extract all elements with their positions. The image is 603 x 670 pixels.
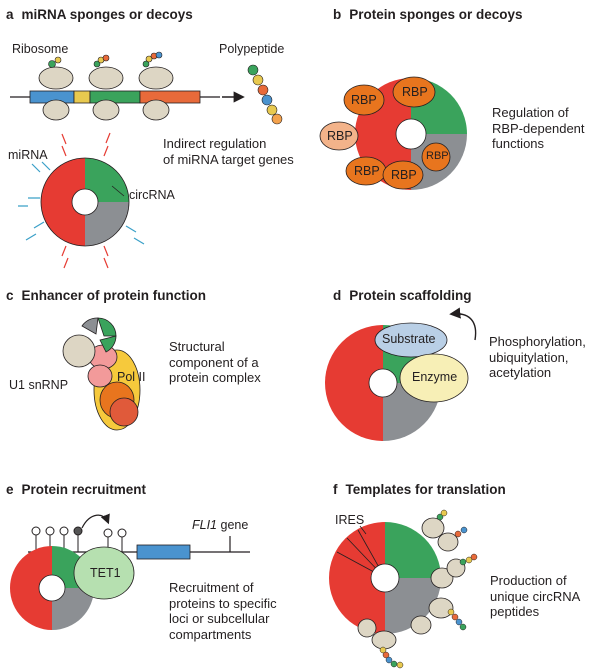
ires-label: IRES (335, 513, 365, 527)
panel-a-title: miRNA sponges or decoys (21, 7, 193, 22)
panel-c-title: Enhancer of protein function (21, 288, 207, 303)
panel-e-title: Protein recruitment (21, 482, 147, 497)
ribosome-3 (138, 51, 174, 121)
panel-b-description-line: RBP-dependent (492, 120, 585, 136)
panel-e-letter: e (6, 482, 14, 497)
panel-c-description-line: protein complex (169, 370, 261, 385)
orf-segment-yellow (73, 90, 91, 104)
tet1-label: TET1 (90, 566, 121, 580)
panel-b-title: Protein sponges or decoys (349, 7, 523, 22)
rbp-label-6: RBP (391, 168, 417, 182)
tet1-arrow (81, 513, 110, 529)
panel-d-description: Phosphorylation, ubiquitylation, acetyla… (489, 334, 603, 381)
panel-f-letter: f (333, 482, 338, 497)
ribosome-label: Ribosome (12, 42, 69, 56)
methylation-marks (31, 526, 127, 552)
rbp-3 (319, 121, 359, 151)
panel-b-description-line: functions (492, 136, 545, 151)
ribosomes-on-circrna (357, 517, 466, 650)
panel-b-graphic (319, 76, 467, 190)
panel-f-heading: f Templates for translation (333, 482, 506, 497)
substrate-shape (374, 322, 448, 358)
panel-e-description-line: loci or subcellular (169, 611, 270, 626)
circrna-label: circRNA (129, 188, 175, 202)
panel-d-description-line: Phosphorylation, (489, 334, 586, 349)
panel-c-description-line: component of a (169, 354, 259, 370)
polypeptide-label: Polypeptide (219, 42, 285, 56)
nascent-peptides (379, 509, 478, 669)
ribosome-2 (88, 54, 124, 121)
panel-b-description-line: Regulation of (492, 105, 569, 120)
panel-d-description-line: ubiquitylation, (489, 349, 569, 365)
panel-c-graphic (62, 317, 141, 431)
panel-d-description-line: acetylation (489, 365, 552, 380)
rbp-6 (382, 160, 424, 190)
pol-ii-label: Pol II (117, 370, 146, 384)
panel-a-letter: a (6, 7, 14, 22)
fli1-gene-name: FLI1 (192, 518, 218, 532)
orf-segment-green (89, 90, 141, 104)
fli1-gene-label: FLI1 gene (192, 518, 248, 532)
mirna-label: miRNA (8, 148, 48, 162)
modification-arrow (449, 307, 477, 341)
ribosome-1 (38, 56, 74, 121)
panel-b-heading: b Protein sponges or decoys (333, 7, 523, 22)
rbp-label-5: RBP (354, 164, 380, 178)
circrna-with-mirnas (18, 132, 145, 269)
panel-a-heading: a miRNA sponges or decoys (6, 7, 193, 22)
rbp-label-1: RBP (351, 93, 377, 107)
panel-d-letter: d (333, 288, 342, 303)
panel-e-description-line: proteins to specific (169, 595, 277, 611)
panel-e-heading: e Protein recruitment (6, 482, 146, 497)
panel-d-heading: d Protein scaffolding (333, 288, 472, 303)
rbp-4 (421, 142, 451, 172)
substrate-label: Substrate (382, 332, 436, 346)
panel-e-graphic (10, 513, 250, 630)
polypeptide-chain (247, 64, 283, 125)
rbp-1 (343, 84, 385, 116)
rbp-label-4: RBP (426, 150, 449, 162)
panel-a-description-line: of miRNA target genes (163, 151, 294, 167)
panel-c-heading: c Enhancer of protein function (6, 288, 206, 303)
panel-c-letter: c (6, 288, 14, 303)
rbp-2 (392, 76, 436, 108)
u1-snrnp-label: U1 snRNP (9, 378, 69, 392)
panel-f-description-line: unique circRNA (490, 588, 581, 604)
panel-a-description: Indirect regulation of miRNA target gene… (163, 136, 323, 167)
rbp-label-2: RBP (402, 85, 428, 99)
panel-f-graphic (329, 509, 478, 669)
panel-d-title: Protein scaffolding (349, 288, 472, 303)
panel-a-graphic (10, 51, 283, 269)
panel-e-description: Recruitment of proteins to specific loci… (169, 580, 329, 642)
fli1-exon (136, 544, 191, 560)
enzyme-shape (399, 353, 469, 403)
panel-b-letter: b (333, 7, 342, 22)
panel-f-description: Production of unique circRNA peptides (490, 573, 602, 620)
panel-c-description: Structural component of a protein comple… (169, 339, 309, 386)
panel-d-graphic (325, 307, 477, 441)
panel-e-description-line: compartments (169, 626, 252, 642)
panel-f-description-line: peptides (490, 604, 540, 619)
panel-c-description-line: Structural (169, 339, 225, 354)
panel-f-title: Templates for translation (345, 482, 506, 497)
fli1-gene-suffix: gene (217, 518, 249, 532)
panel-b-description: Regulation of RBP-dependent functions (492, 105, 602, 152)
rbp-label-3: RBP (327, 129, 353, 143)
tet1-shape (73, 546, 135, 600)
panel-e-description-line: Recruitment of (169, 580, 254, 595)
panel-f-description-line: Production of (490, 573, 567, 588)
panel-a-description-line: Indirect regulation (163, 136, 267, 151)
enzyme-label: Enzyme (412, 370, 458, 384)
